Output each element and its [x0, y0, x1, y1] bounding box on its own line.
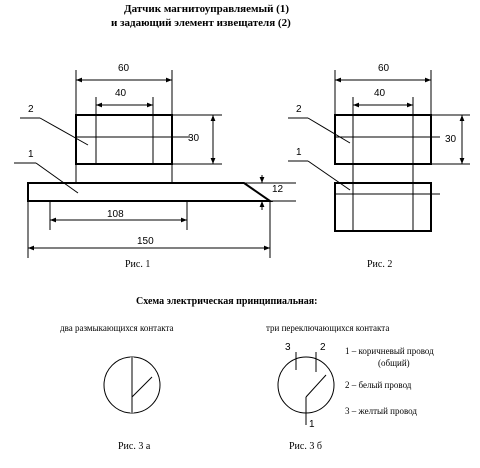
- pin-1-label: 1: [309, 419, 315, 430]
- fig1-dim-60-label: 60: [118, 63, 130, 74]
- fig2-caption: Рис. 2: [367, 259, 393, 270]
- fig1-caption: Рис. 1: [125, 259, 151, 270]
- fig1-leader-2: [39, 117, 89, 146]
- legend-item-3: 3 – желтый провод: [345, 406, 417, 416]
- fig2-leader-1: [307, 160, 351, 191]
- fig1-dim-108-label: 108: [107, 209, 124, 220]
- schematic-heading: Схема электрическая принципиальная:: [136, 296, 318, 307]
- figure-1: [14, 70, 296, 258]
- pin-3-label: 3: [285, 342, 291, 353]
- legend-item-1-note: (общий): [378, 358, 410, 368]
- fig1-leader-1: [35, 162, 79, 194]
- fig1-dim-30-label: 30: [188, 133, 200, 144]
- fig1-dim-40-label: 40: [115, 88, 127, 99]
- fig2-dim-40-label: 40: [374, 88, 386, 99]
- schematic-3a: [103, 356, 161, 414]
- fig1-dim-150-label: 150: [137, 236, 154, 247]
- figure-2: [288, 70, 470, 232]
- fig3b-caption: Рис. 3 б: [289, 441, 322, 452]
- schematic-left-label: два размыкающихся контакта: [60, 323, 174, 333]
- schematic-right-label: три переключающихся контакта: [266, 323, 390, 333]
- title-line-1: Датчик магнитоуправляемый (1): [124, 3, 289, 15]
- fig2-dim-30-label: 30: [445, 134, 457, 145]
- legend-item-2: 2 – белый провод: [345, 380, 412, 390]
- fig2-element-2: [334, 114, 432, 165]
- fig2-element-1: [334, 182, 432, 232]
- legend-item-1: 1 – коричневый провод: [345, 346, 434, 356]
- fig1-element-1: [27, 182, 274, 202]
- title-line-2: и задающий элемент извещателя (2): [111, 17, 291, 29]
- fig2-leader-2-label: 2: [296, 104, 302, 115]
- fig2-leader-2: [307, 117, 351, 144]
- fig1-dim-12-label: 12: [272, 184, 284, 195]
- reed-3b-contact: [305, 374, 327, 398]
- fig2-dim-60-label: 60: [378, 63, 390, 74]
- fig1-element-2: [75, 114, 173, 165]
- fig1-leader-2-label: 2: [28, 104, 34, 115]
- reed-3a-contact: [131, 376, 153, 398]
- schematic-3b: [277, 352, 335, 425]
- pin-2-label: 2: [320, 342, 326, 353]
- fig3a-caption: Рис. 3 а: [118, 441, 151, 452]
- fig2-leader-1-label: 1: [296, 147, 302, 158]
- fig1-leader-1-label: 1: [28, 149, 34, 160]
